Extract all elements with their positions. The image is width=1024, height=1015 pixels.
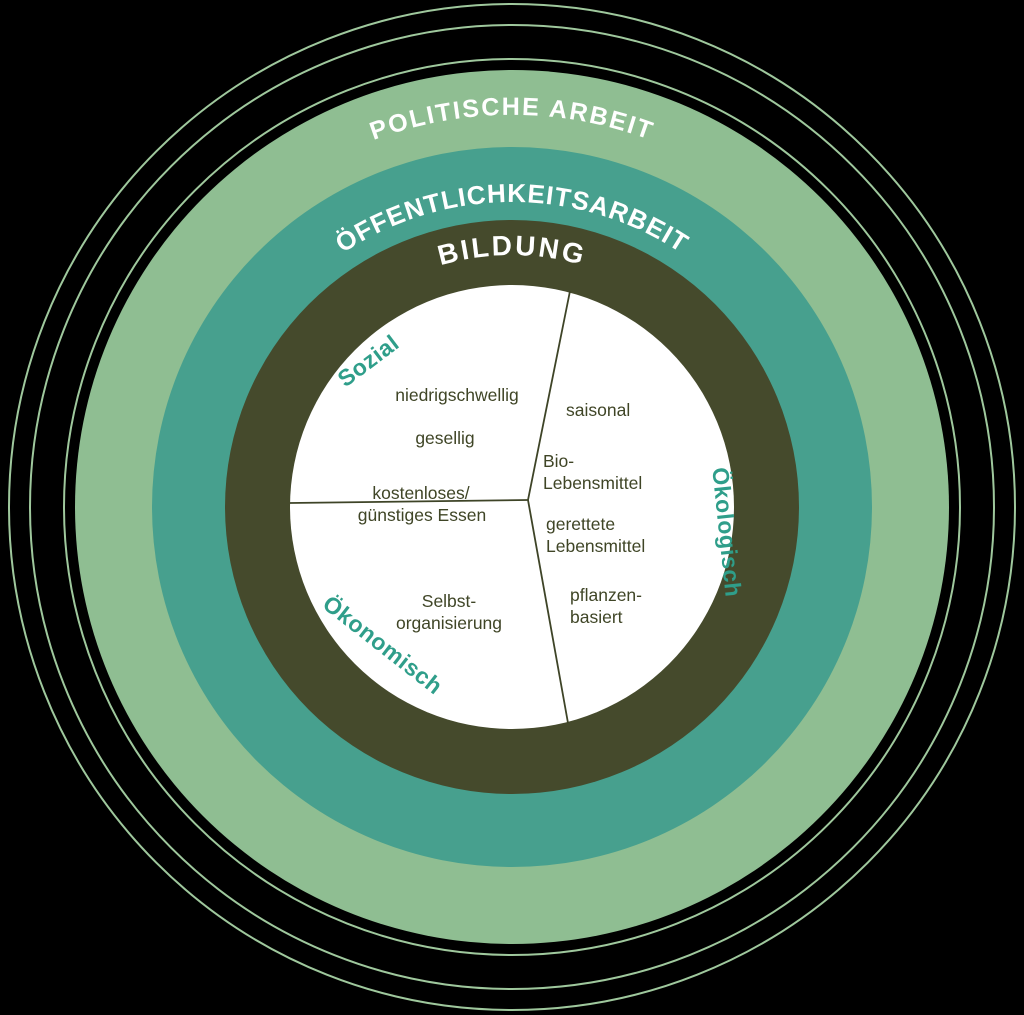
item-oekologisch-pflanzen-line1: pflanzen- — [570, 585, 642, 605]
sector-dividers — [289, 290, 571, 724]
item-oekonomisch-selbst-line2: organisierung — [396, 613, 502, 633]
item-oekologisch-bio-line1: Bio- — [543, 451, 574, 471]
item-oekologisch-pflanzen-line2: basiert — [570, 607, 623, 627]
inner-circle — [290, 285, 734, 729]
item-oekonomisch-selbst-line1: Selbst- — [422, 591, 477, 611]
outline-ring-middle — [29, 24, 995, 990]
item-oekologisch-gerettete-line1: gerettete — [546, 514, 615, 534]
item-oekologisch-bio-line2: Lebensmittel — [543, 473, 642, 493]
item-sozial-gesellig: gesellig — [415, 428, 474, 448]
item-sozial-niedrigschwellig: niedrigschwellig — [395, 385, 519, 405]
item-sozial-kostenloses-line2: günstiges Essen — [358, 505, 486, 525]
outline-ring-inner — [63, 58, 961, 956]
outline-rings — [8, 3, 1016, 1011]
outline-ring-outer — [8, 3, 1016, 1011]
divider-line-left — [289, 499, 529, 504]
item-sozial-kostenloses-line1: kostenloses/ — [372, 483, 469, 503]
item-oekologisch-saisonal: saisonal — [566, 400, 630, 420]
item-oekologisch-gerettete-line2: Lebensmittel — [546, 536, 645, 556]
